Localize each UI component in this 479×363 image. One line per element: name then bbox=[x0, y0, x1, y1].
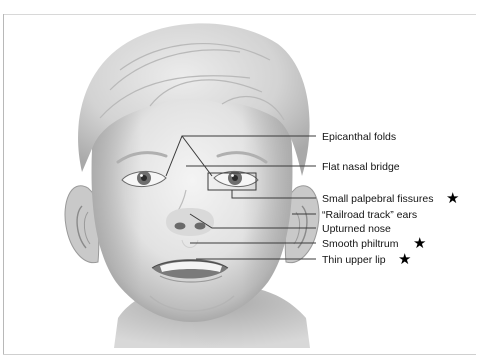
frame-top-border bbox=[3, 14, 476, 15]
label-railroad-track-ears: “Railroad track” ears bbox=[322, 209, 417, 221]
label-upturned-nose: Upturned nose bbox=[322, 223, 391, 235]
star-thin-upper-lip: ★ bbox=[398, 251, 411, 268]
label-small-palpebral-fissures: Small palpebral fissures bbox=[322, 193, 433, 205]
label-thin-upper-lip: Thin upper lip bbox=[322, 254, 386, 266]
star-small-palpebral-fissures: ★ bbox=[446, 190, 459, 207]
label-smooth-philtrum: Smooth philtrum bbox=[322, 238, 399, 250]
annotation-labels: Epicanthal folds Flat nasal bridge Small… bbox=[322, 131, 459, 268]
label-flat-nasal-bridge: Flat nasal bridge bbox=[322, 161, 400, 173]
star-smooth-philtrum: ★ bbox=[413, 235, 426, 252]
frame-left-border bbox=[3, 14, 4, 354]
frame-bottom-border bbox=[3, 354, 476, 355]
label-epicanthal-folds: Epicanthal folds bbox=[322, 131, 396, 143]
